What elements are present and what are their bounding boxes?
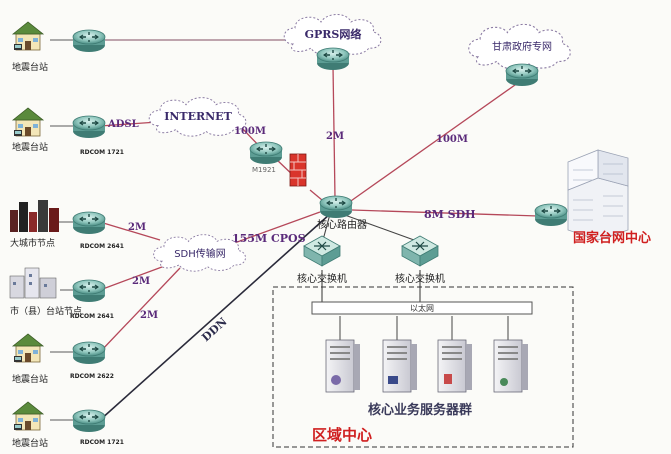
link-core-sw2 (341, 213, 415, 241)
regional-center-label: 区域中心 (312, 426, 372, 444)
server-2-icon (382, 339, 418, 393)
router-site4-icon (72, 341, 106, 365)
gprs-2m-label: 2M (326, 131, 344, 142)
firewall-icon (289, 153, 307, 187)
core-switch-1-label: 核心交换机 (297, 272, 347, 285)
core-switch-2-label: 核心交换机 (395, 272, 445, 285)
big-city-label: 大城市节点 (10, 237, 55, 249)
router-county-icon (72, 279, 106, 303)
core-switch-2-icon (401, 235, 439, 267)
county-2m-label: 2M (132, 276, 150, 287)
national-center-building-icon (567, 149, 629, 241)
server-3-icon (437, 339, 473, 393)
big-city-icon (10, 200, 59, 232)
gov-100m-label: 100M (436, 134, 468, 145)
station-5-icon (12, 401, 44, 431)
device-label-r2: RDCOM 1721 (80, 149, 124, 156)
gov-cloud-label: 甘肃政府专网 (492, 40, 552, 53)
link-county-sdh (99, 263, 171, 291)
county-icon (9, 267, 57, 299)
device-label-m: M1921 (252, 166, 276, 174)
server-group-label: 核心业务服务器群 (368, 402, 472, 418)
router-gprs-icon (316, 47, 350, 71)
link-core-sw1 (322, 213, 331, 241)
link-sdh8m (351, 209, 539, 217)
router-site5-icon (72, 409, 106, 433)
sdh-cloud-label: SDH传输网 (174, 247, 226, 260)
county-label: 市（县）台站节点 (10, 305, 82, 317)
station-4-icon (12, 333, 44, 363)
station-5-label: 地震台站 (12, 437, 48, 449)
device-label-r4: RDCOM 2641 (70, 313, 114, 320)
ethernet-bar (311, 301, 533, 315)
link-gov-core (347, 79, 523, 204)
core-switch-1-icon (303, 235, 341, 267)
device-label-r5: RDCOM 2622 (70, 373, 114, 380)
server-4-icon (493, 339, 529, 393)
adsl-link-label: ADSL (107, 119, 139, 130)
router-gov-icon (505, 63, 539, 87)
national-center-label: 国家台网中心 (573, 230, 651, 246)
link-bigcity-sdh (99, 221, 161, 241)
device-label-r6: RDCOM 1721 (80, 439, 124, 446)
labels-layer: 地震台站 地震台站 大城市节点 市（县）台站节点 地震台站 地震台站 RDCOM… (10, 27, 651, 449)
cpos-link-label: 155M CPOS (232, 232, 306, 245)
link-ddn (99, 213, 331, 421)
link-gprs-core (332, 65, 336, 199)
regional-center-boundary (272, 286, 574, 448)
router-core-icon (319, 195, 353, 219)
internet-cloud-label: INTERNET (164, 110, 232, 123)
ethernet-bar-label: 以太网 (410, 303, 434, 313)
sdh-8m-label: 8M SDH (424, 208, 476, 221)
ddn-link-label: DDN (199, 315, 229, 344)
server-1-icon (325, 339, 361, 393)
gprs-cloud-label: GPRS网络 (305, 27, 362, 41)
station-1-icon (12, 21, 44, 51)
station-4-label: 地震台站 (12, 373, 48, 385)
router-national-icon (534, 203, 568, 227)
router-bigcity-icon (72, 211, 106, 235)
core-router-label: 核心路由器 (317, 218, 367, 231)
site-2m-label: 2M (140, 310, 158, 321)
router-internet-icon (249, 141, 283, 165)
station-2-icon (12, 107, 44, 137)
link-adsl (99, 121, 159, 127)
link-site4-sdh (99, 267, 181, 353)
router-site1-icon (72, 29, 106, 53)
bigcity-2m-label: 2M (128, 222, 146, 233)
inet-100m-label: 100M (234, 126, 266, 137)
station-2-label: 地震台站 (12, 141, 48, 153)
device-label-r3: RDCOM 2641 (80, 243, 124, 250)
router-site2-icon (72, 115, 106, 139)
station-1-label: 地震台站 (12, 61, 48, 73)
